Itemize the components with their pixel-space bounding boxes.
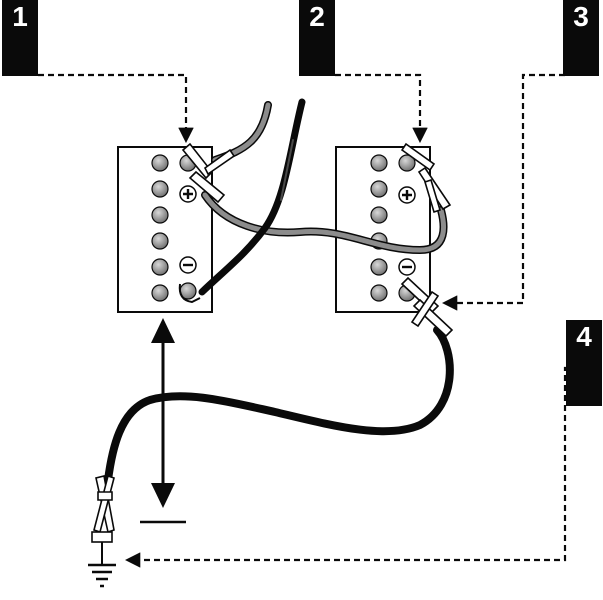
right-positive-terminal (398, 154, 416, 172)
left-negative-terminal (178, 282, 201, 304)
clamp-icon (400, 142, 452, 214)
step-label-1: 1 (2, 0, 38, 76)
left-battery-cells (151, 154, 169, 302)
right-positive-symbol (398, 186, 416, 204)
step-label-4: 4 (566, 320, 602, 406)
right-negative-symbol (398, 258, 416, 276)
left-battery (117, 146, 213, 313)
left-positive-symbol (179, 185, 197, 203)
clamp-icon (181, 142, 236, 204)
step-label-2: 2 (299, 0, 335, 76)
clamp-icon (400, 276, 454, 338)
double-arrow-icon (140, 318, 186, 524)
step-label-3: 3 (563, 0, 599, 76)
negative-jumper-cable (104, 326, 454, 484)
leader-line-3 (441, 73, 565, 311)
clamp-icon (93, 474, 115, 534)
positive-jumper-cable (201, 101, 448, 255)
leader-line-1 (38, 73, 194, 144)
negative-cable-left (198, 98, 306, 296)
left-negative-symbol (179, 256, 197, 274)
leader-line-2 (335, 73, 428, 144)
ground-icon (88, 531, 116, 588)
